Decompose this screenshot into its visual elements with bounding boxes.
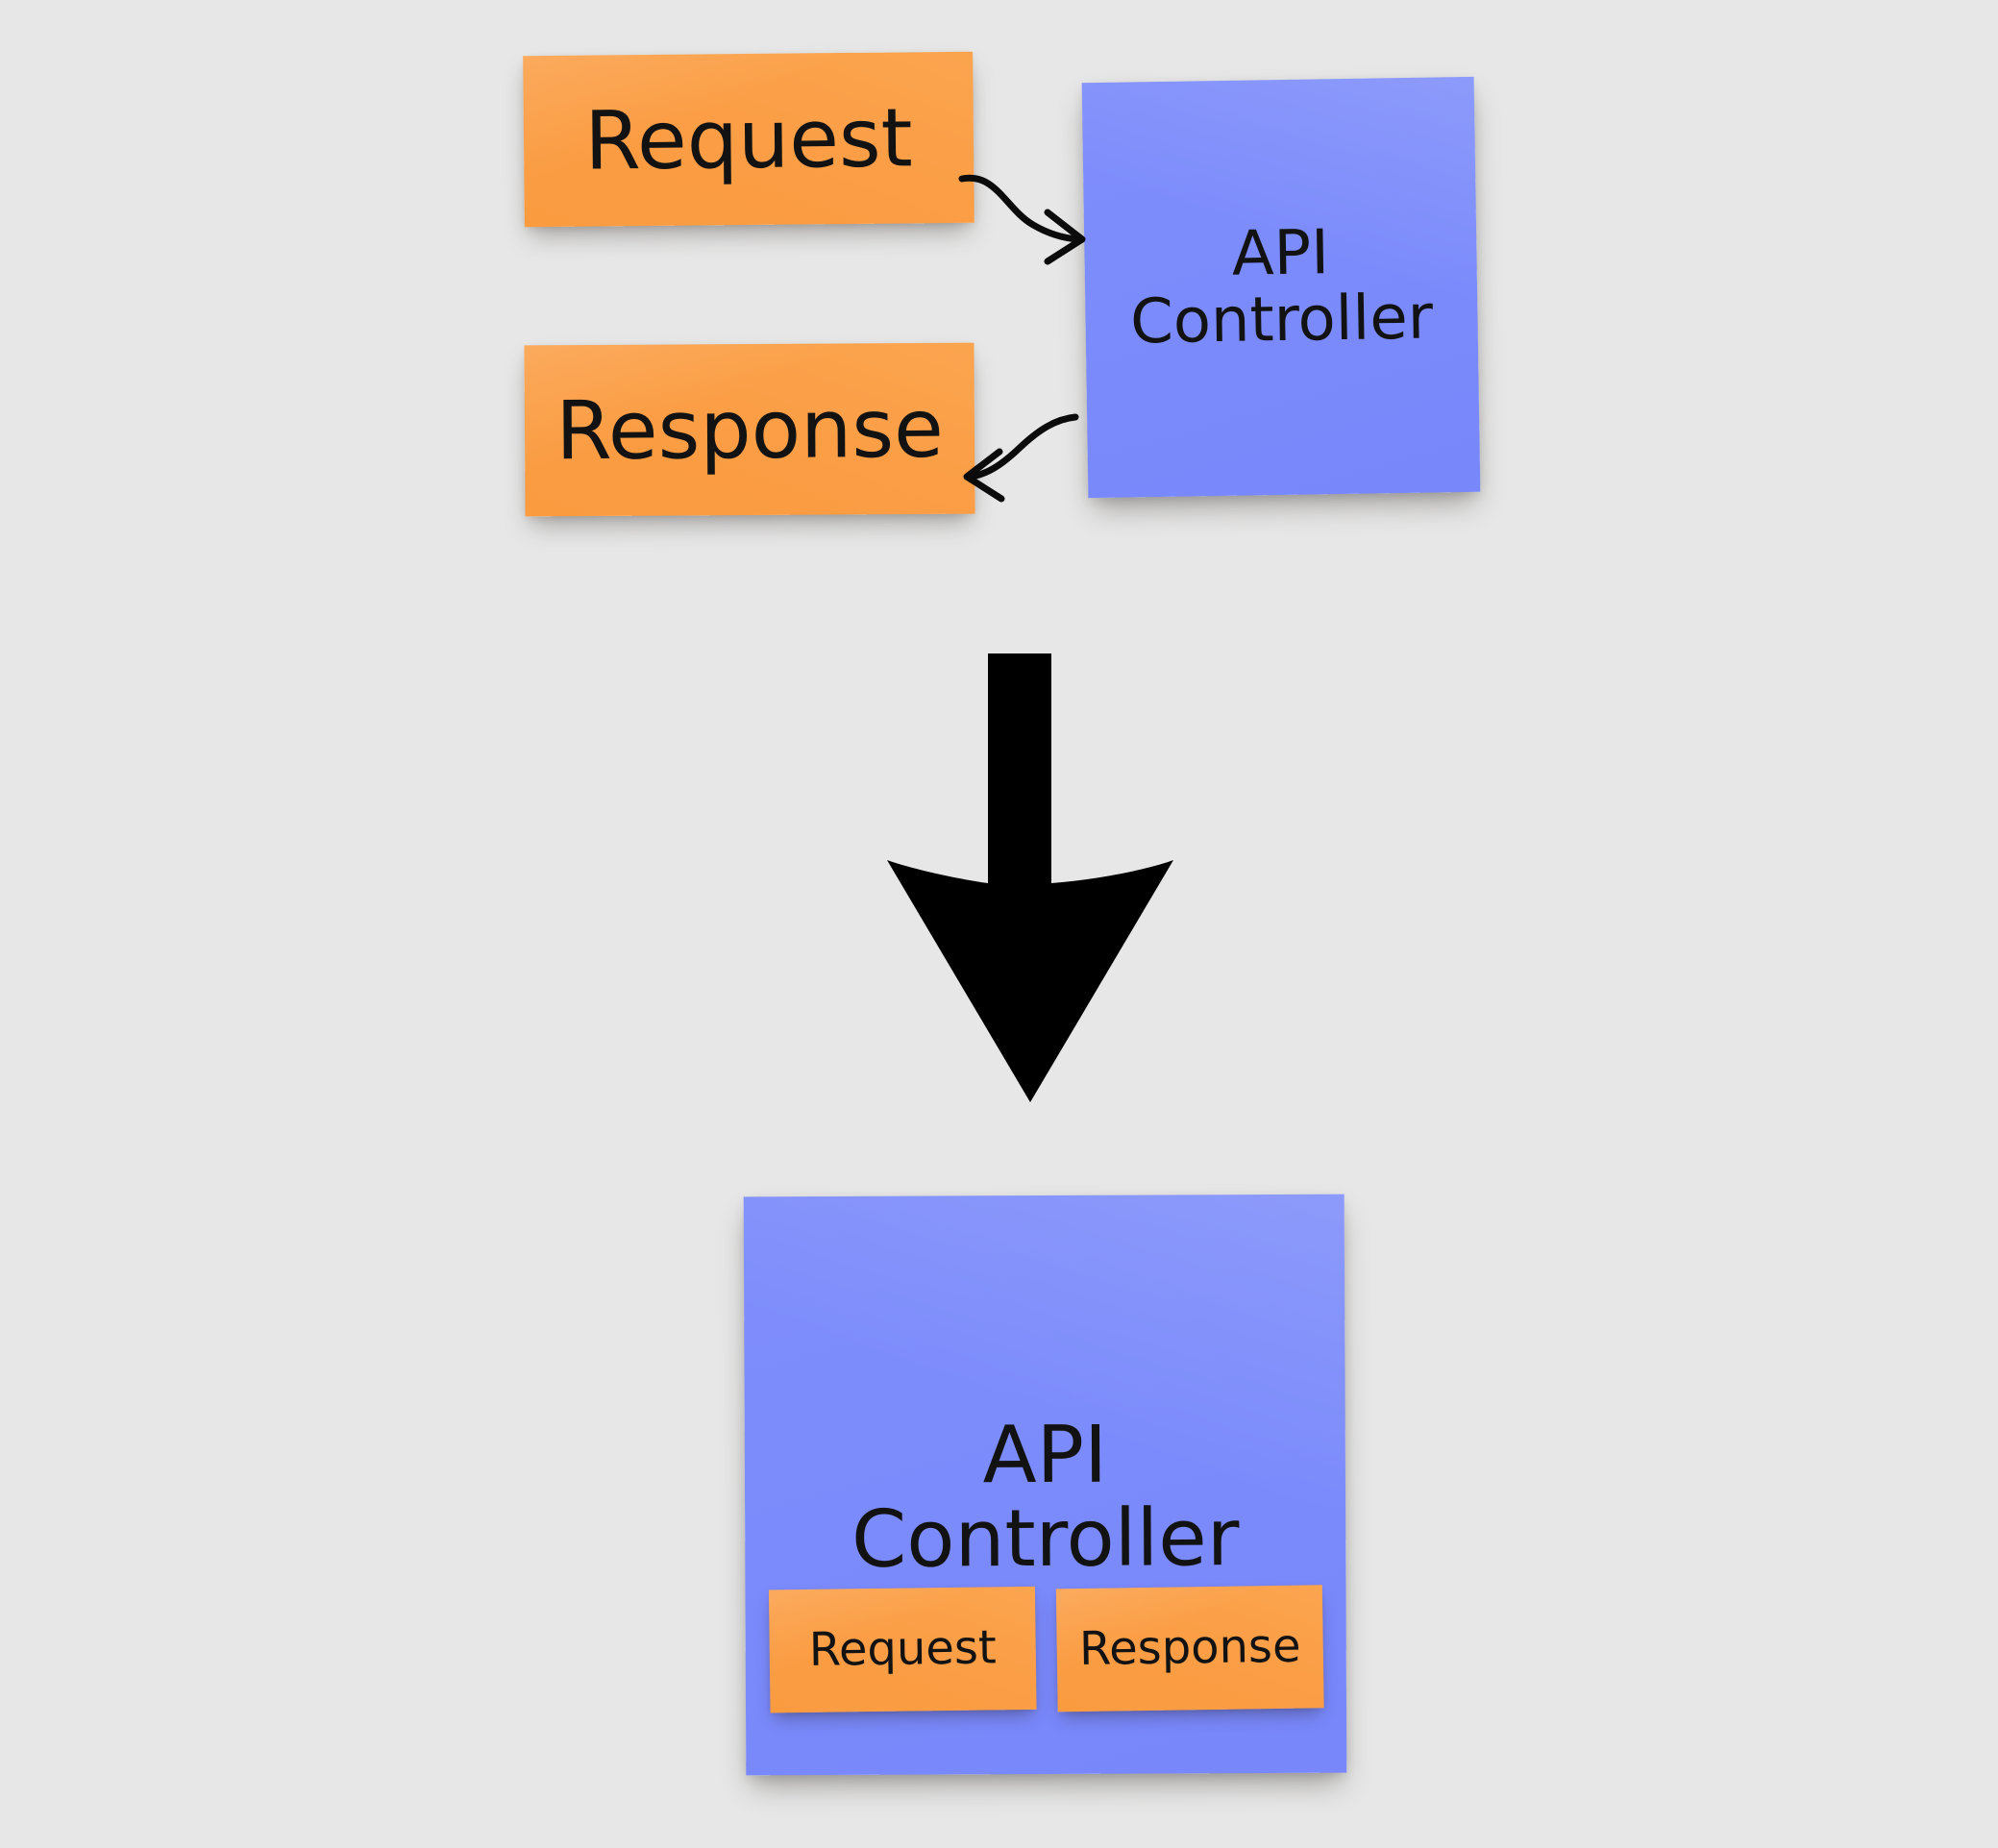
sticky-note-api-controller-label: API Controller xyxy=(1129,217,1434,358)
sticky-note-request-nested-label: Request xyxy=(807,1620,997,1678)
sticky-note-request[interactable]: Request xyxy=(523,51,974,228)
sticky-note-response-label: Response xyxy=(555,381,945,478)
sticky-note-api-controller-merged[interactable]: API Controller Request Response xyxy=(743,1194,1347,1776)
merged-children-row: Request Response xyxy=(768,1585,1324,1713)
sticky-note-response-nested-label: Response xyxy=(1078,1618,1301,1677)
connector-api-to-response-icon xyxy=(963,413,1079,503)
down-arrow-icon xyxy=(887,653,1173,1102)
sticky-note-response-nested[interactable]: Response xyxy=(1055,1585,1324,1712)
sticky-note-api-controller[interactable]: API Controller xyxy=(1081,76,1481,499)
sticky-note-request-label: Request xyxy=(583,90,914,188)
connector-request-to-api-icon xyxy=(958,174,1086,265)
sticky-note-api-controller-merged-label: API Controller xyxy=(851,1409,1240,1586)
sticky-note-response[interactable]: Response xyxy=(524,342,975,517)
sticky-note-request-nested[interactable]: Request xyxy=(768,1586,1037,1713)
